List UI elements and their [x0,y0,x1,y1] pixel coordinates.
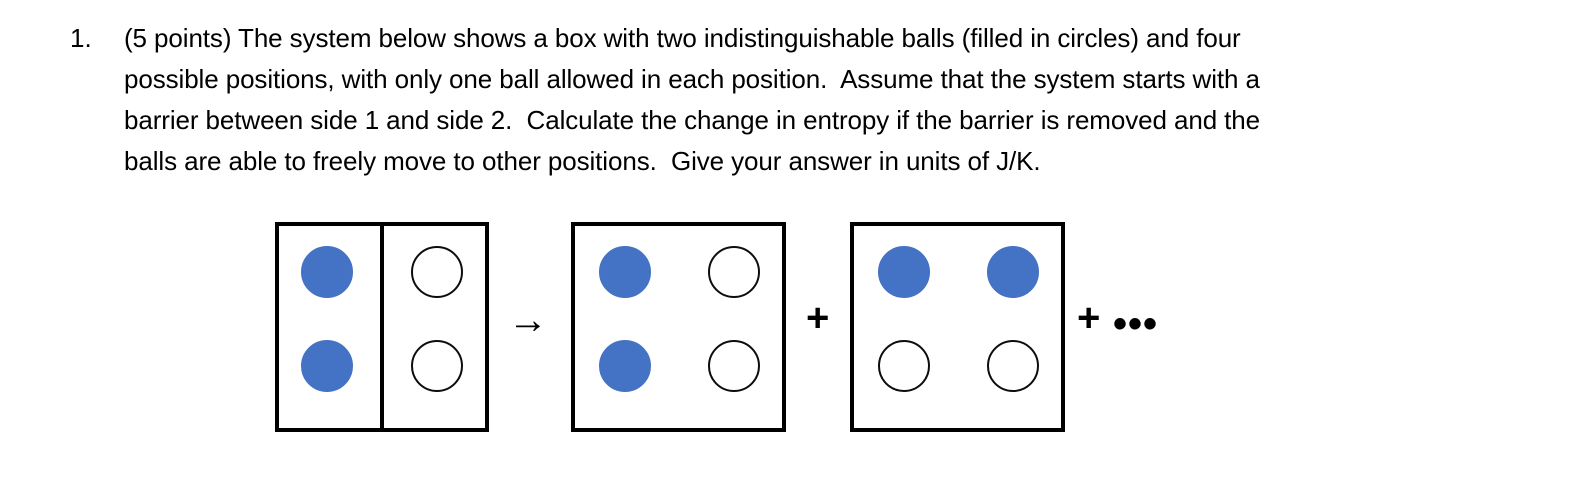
ball-empty-bottom-left [878,340,930,392]
question-line-2: possible positions, with only one ball a… [124,64,1260,94]
question-line-3: barrier between side 1 and side 2. Calcu… [124,105,1261,135]
box-initial [275,222,489,432]
plus-sign-1: + [806,296,830,340]
box-state-1 [571,222,786,432]
ball-empty-top-right [708,246,760,298]
question-line-1: (5 points) The system below shows a box … [124,23,1241,53]
ball-filled-top-left [301,246,353,298]
ball-filled-top-right [987,246,1039,298]
ellipsis-icon: ••• [1113,302,1159,346]
barrier-divider [380,226,384,428]
ball-empty-bottom-right [411,340,463,392]
ball-filled-bottom-left [301,340,353,392]
ball-empty-bottom-right [987,340,1039,392]
entropy-diagram: → + + ••• [0,208,1572,448]
box-state-2 [850,222,1065,432]
arrow-right-icon: → [508,298,548,342]
ball-empty-top-right [411,246,463,298]
ball-empty-bottom-right [708,340,760,392]
question-number: 1. [70,23,92,53]
ball-filled-top-left [599,246,651,298]
question-text: (5 points) The system below shows a box … [124,18,1510,182]
plus-sign-2: + [1077,296,1101,340]
ball-filled-top-left [878,246,930,298]
question-line-4: balls are able to freely move to other p… [124,146,1041,176]
ball-filled-bottom-left [599,340,651,392]
question-block: 1. (5 points) The system below shows a b… [70,18,1510,182]
